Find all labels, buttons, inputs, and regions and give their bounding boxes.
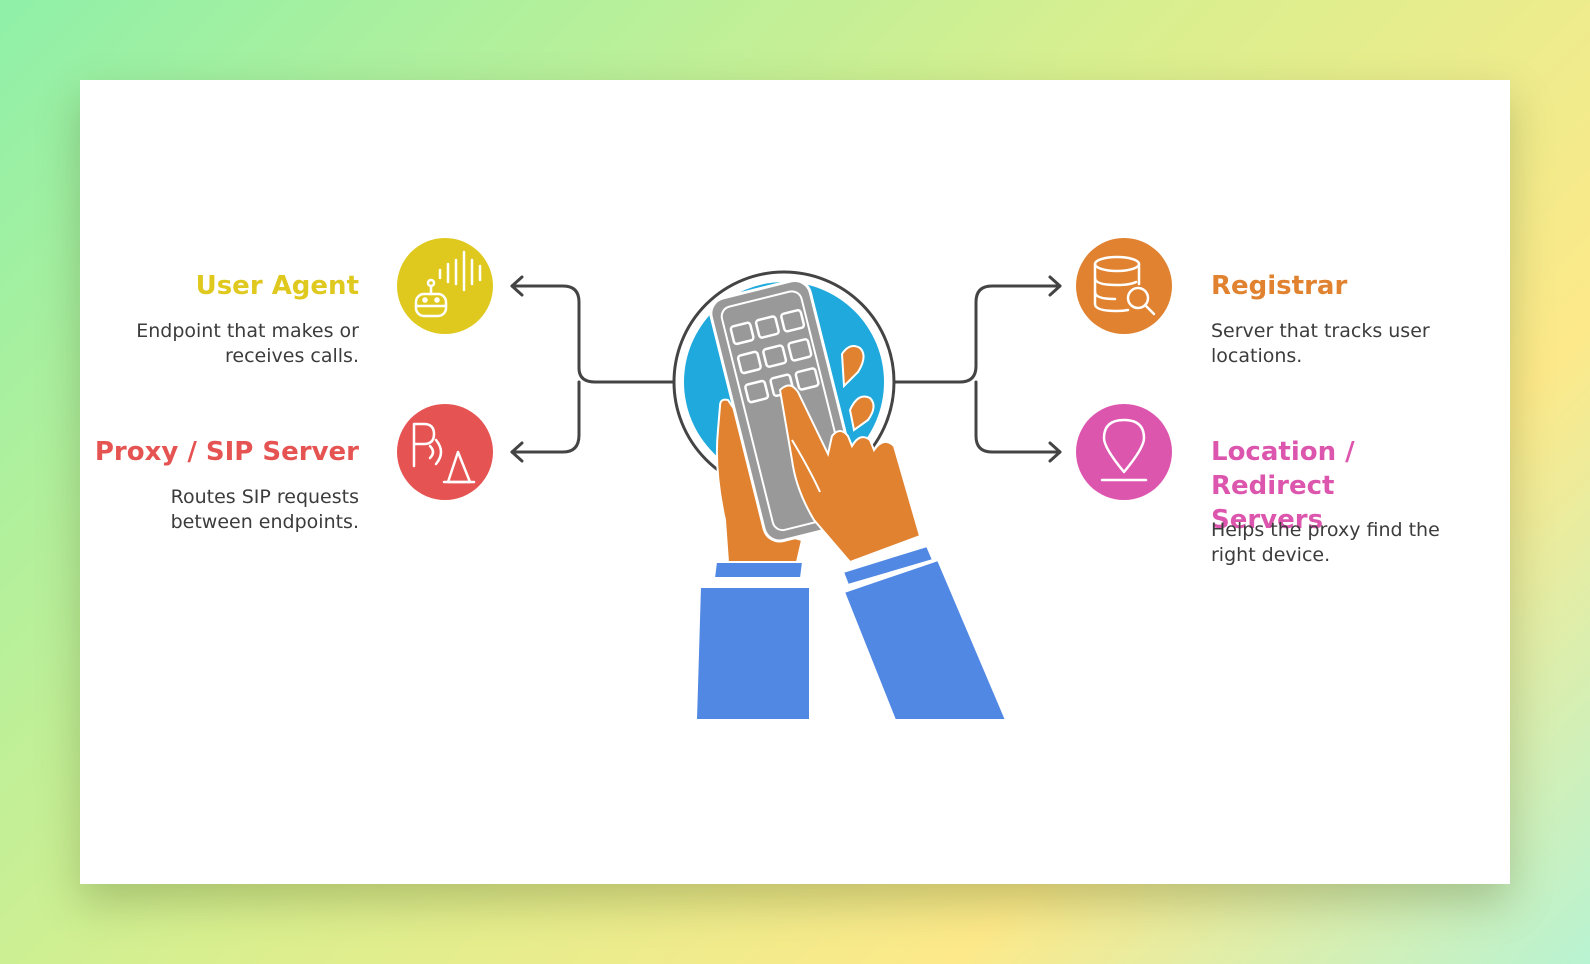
signal-antenna-icon: [397, 404, 493, 500]
robot-voice-icon: [397, 238, 493, 334]
location-redirect-title: Location / Redirect Servers: [1211, 437, 1355, 535]
hands-keypad-icon: [672, 270, 1008, 721]
location-redirect-description: Helps the proxy find the right device.: [1211, 519, 1440, 566]
proxy-sip-server-title: Proxy / SIP Server: [94, 437, 359, 467]
connector-left: [510, 275, 676, 463]
database-search-icon: [1076, 238, 1172, 334]
location-pin-icon: [1076, 404, 1172, 500]
connector-right: [890, 275, 1062, 463]
diagram-canvas: [397, 238, 1172, 721]
diagram-card: User Agent Endpoint that makes or receiv…: [80, 80, 1510, 884]
user-agent-description: Endpoint that makes or receives calls.: [136, 320, 359, 367]
registrar-title: Registrar: [1211, 271, 1348, 301]
proxy-sip-server-description: Routes SIP requests between endpoints.: [170, 486, 359, 533]
registrar-description: Server that tracks user locations.: [1211, 320, 1430, 367]
user-agent-title: User Agent: [195, 271, 359, 301]
